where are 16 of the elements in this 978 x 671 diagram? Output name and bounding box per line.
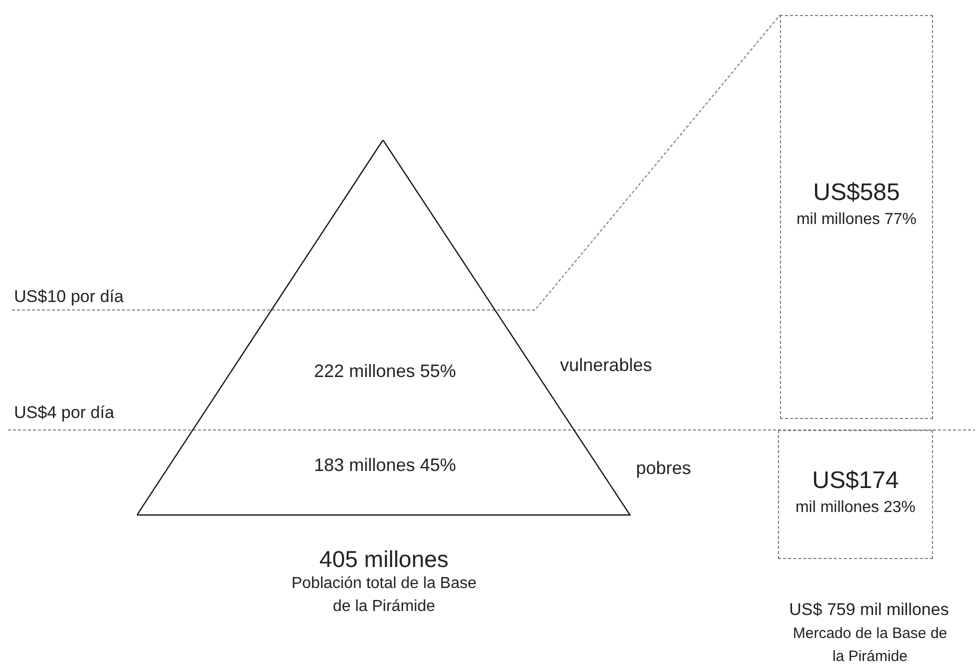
market-caption: mil millones 23% (794, 498, 917, 518)
segment-label: pobres (636, 457, 692, 480)
market-box (780, 15, 933, 419)
segment-value: 183 millones 45% (312, 454, 458, 477)
market-value: US$585 (812, 178, 901, 208)
segment-label: vulnerables (560, 354, 654, 377)
market-caption: US$ 759 mil millones (788, 599, 950, 621)
threshold-label: US$4 por día (14, 402, 116, 424)
market-value: US$174 (811, 466, 900, 496)
market-caption: Mercado de la Base de la Pirámide (792, 624, 948, 667)
segment-value: 222 millones 55% (312, 360, 458, 383)
total-caption: Población total de la Base de la Pirámide (290, 574, 478, 617)
total-value: 405 millones (318, 545, 450, 574)
market-caption: mil millones 77% (795, 210, 918, 230)
threshold-label: US$10 por día (14, 286, 125, 308)
market-box (778, 430, 933, 559)
